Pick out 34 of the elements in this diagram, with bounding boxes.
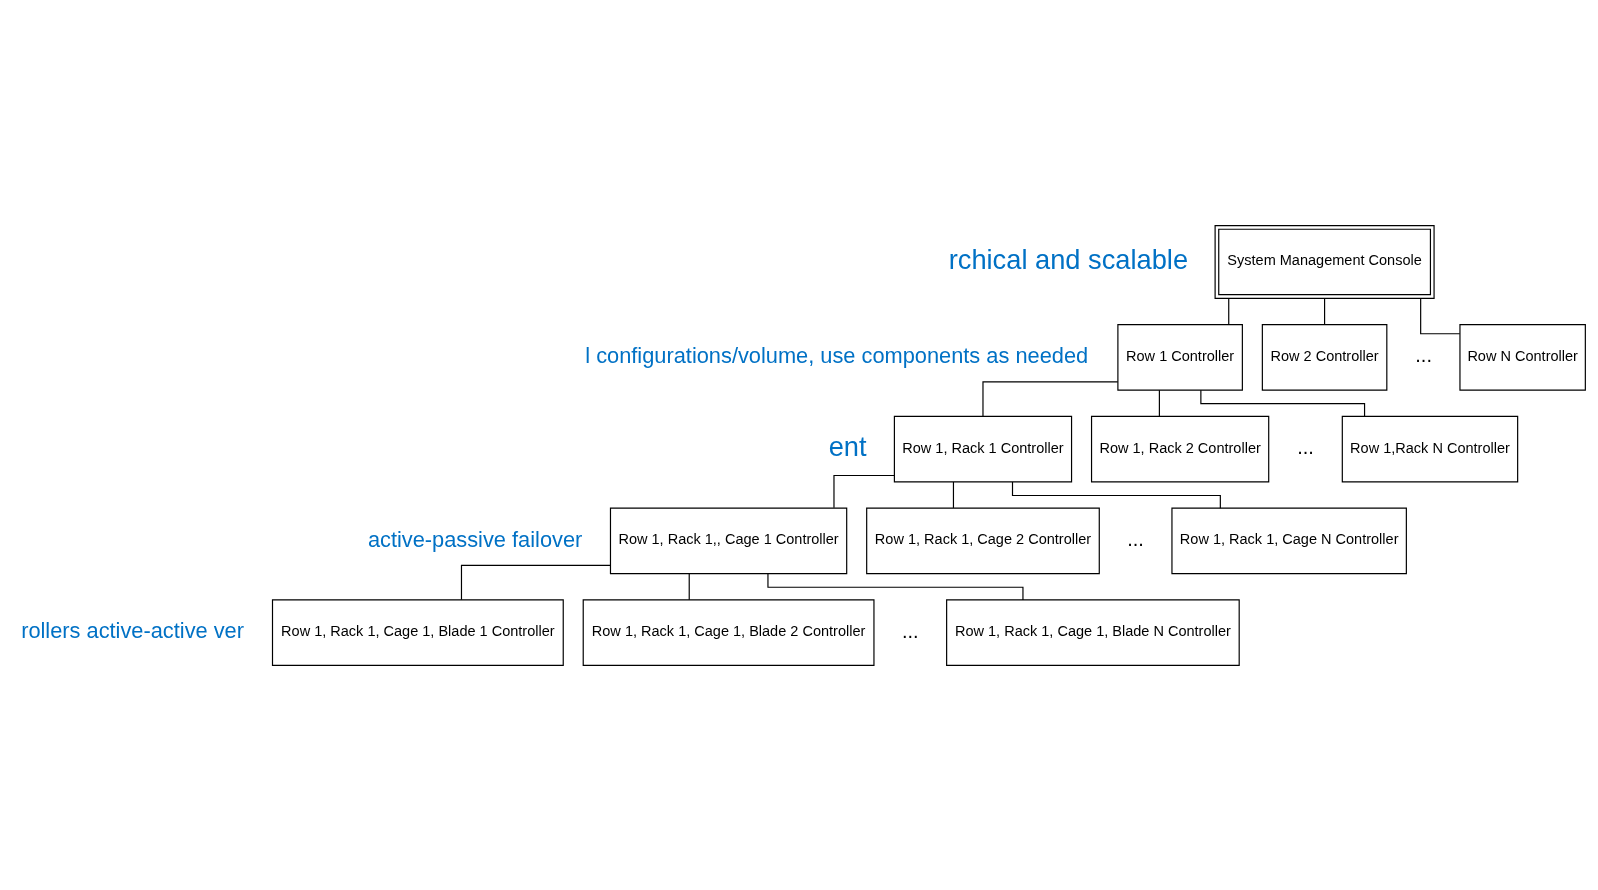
label: rollers active-active ver <box>21 617 245 643</box>
label: ... <box>901 619 919 642</box>
node-box: Row N Controller <box>1459 323 1586 391</box>
node-box: Row 1,Rack N Controller <box>1341 415 1519 482</box>
connector <box>1228 297 1230 325</box>
connector <box>460 564 611 600</box>
node-box: Row 1, Rack 1, Cage 1, Blade 2 Controller <box>582 598 875 666</box>
node-box: Row 1, Rack 2 Controller <box>1090 415 1270 482</box>
node-box: Row 1, Rack 1, Cage 1, Blade 1 Controller <box>271 598 564 666</box>
label: ... <box>1127 527 1144 550</box>
node-box: System Management Console <box>1214 224 1435 299</box>
label: ... <box>1297 435 1314 458</box>
label: ent <box>828 430 867 462</box>
node-box: Row 1 Controller <box>1117 323 1243 391</box>
label: active-passive failover <box>367 526 583 552</box>
node-box: Row 2 Controller <box>1261 323 1388 391</box>
connector <box>1011 481 1221 509</box>
connector <box>767 572 1024 600</box>
connector <box>1158 389 1160 417</box>
connector <box>833 474 895 508</box>
connector <box>952 480 955 509</box>
connector <box>1200 389 1366 417</box>
node-box: Row 1, Rack 1, Cage 2 Controller <box>866 507 1100 574</box>
connector <box>1324 297 1326 325</box>
connector <box>1420 297 1461 334</box>
node-box: Row 1, Rack 1,, Cage 1 Controller <box>609 507 848 574</box>
label: l configurations/volume, use components as needed <box>585 342 1089 368</box>
node-box: Row 1, Rack 1 Controller <box>893 415 1073 482</box>
label: rchical and scalable <box>948 243 1189 275</box>
connector <box>688 572 690 600</box>
node-box: Row 1, Rack 1, Cage 1, Blade N Controller <box>946 598 1240 666</box>
label: ... <box>1415 343 1432 366</box>
node-box: Row 1, Rack 1, Cage N Controller <box>1171 507 1407 574</box>
connector <box>982 380 1119 417</box>
